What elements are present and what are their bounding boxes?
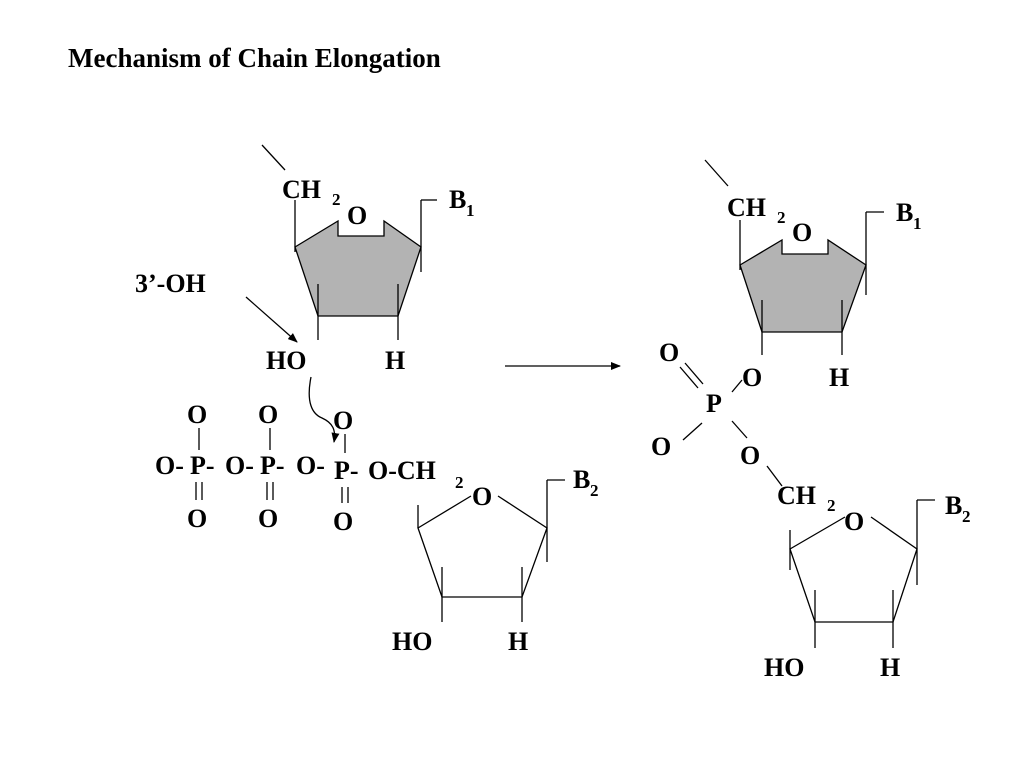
phosphate-double-oxygen: O [659, 338, 679, 367]
product-lower-base-subscript: 2 [962, 507, 971, 526]
product-upper-sugar [704, 159, 884, 355]
primer-sugar [261, 144, 437, 340]
primer-base-subscript: 1 [466, 201, 475, 220]
primer-ring-oxygen: O [347, 201, 367, 230]
slide-title: Mechanism of Chain Elongation [68, 43, 441, 73]
incoming-2prime-h: H [508, 627, 528, 656]
chain-o-ch2: O-CH [368, 456, 436, 485]
product-upper-ring-oxygen: O [792, 218, 812, 247]
phosphate-gamma-top-oxygen: O [187, 400, 207, 429]
incoming-base-subscript: 2 [590, 481, 599, 500]
product-lower-sugar [789, 499, 935, 648]
three-oh-label: 3’-OH [135, 269, 206, 298]
primer-2prime-h: H [385, 346, 405, 375]
product-lower-base-label: B [945, 491, 962, 520]
primer-base-label: B [449, 185, 466, 214]
attack-arrow [308, 376, 340, 443]
product-lower-3prime-ho: HO [764, 653, 804, 682]
phosphate-single-oxygen: O [651, 432, 671, 461]
incoming-3prime-ho: HO [392, 627, 432, 656]
phosphate-beta-top-oxygen: O [258, 400, 278, 429]
phosphate-gamma-bottom-oxygen: O [187, 504, 207, 533]
primer-ch2-label: CH [282, 175, 321, 204]
triphosphate-chain: O O O O- P- O- P- O- P- O-CH 2 O O O [155, 400, 464, 536]
primer-ring [294, 219, 422, 317]
primer-ch2-subscript: 2 [332, 190, 341, 209]
chain-o-1: O- [155, 451, 184, 480]
product-lower-ring-oxygen: O [844, 507, 864, 536]
product-3prime-oxygen: O [742, 363, 762, 392]
phosphate-alpha-top-oxygen: O [333, 406, 353, 435]
phosphodiester-linkage: O P O O [651, 338, 783, 487]
phosphate-p: P [706, 389, 722, 418]
incoming-ring-oxygen: O [472, 482, 492, 511]
incoming-base-label: B [573, 465, 590, 494]
chain-o-2: O- [225, 451, 254, 480]
product-upper-ch2-subscript: 2 [777, 208, 786, 227]
chain-p-alpha: P- [334, 456, 359, 485]
chain-p-beta: P- [260, 451, 285, 480]
phosphate-alpha-bottom-oxygen: O [333, 507, 353, 536]
phosphate-beta-bottom-oxygen: O [258, 504, 278, 533]
product-upper-h: H [829, 363, 849, 392]
primer-3prime-ho: HO [266, 346, 306, 375]
chain-ch2-subscript: 2 [455, 473, 464, 492]
product-lower-h: H [880, 653, 900, 682]
product-lower-ch2-label: CH [777, 481, 816, 510]
product-upper-base-subscript: 1 [913, 214, 922, 233]
chain-o-3: O- [296, 451, 325, 480]
incoming-sugar [417, 479, 565, 622]
phosphate-5prime-oxygen: O [740, 441, 760, 470]
product-lower-ch2-subscript: 2 [827, 496, 836, 515]
chain-p-gamma: P- [190, 451, 215, 480]
three-oh-arrow [245, 296, 298, 343]
product-upper-ring [739, 238, 867, 333]
product-upper-ch2-label: CH [727, 193, 766, 222]
product-upper-base-label: B [896, 198, 913, 227]
